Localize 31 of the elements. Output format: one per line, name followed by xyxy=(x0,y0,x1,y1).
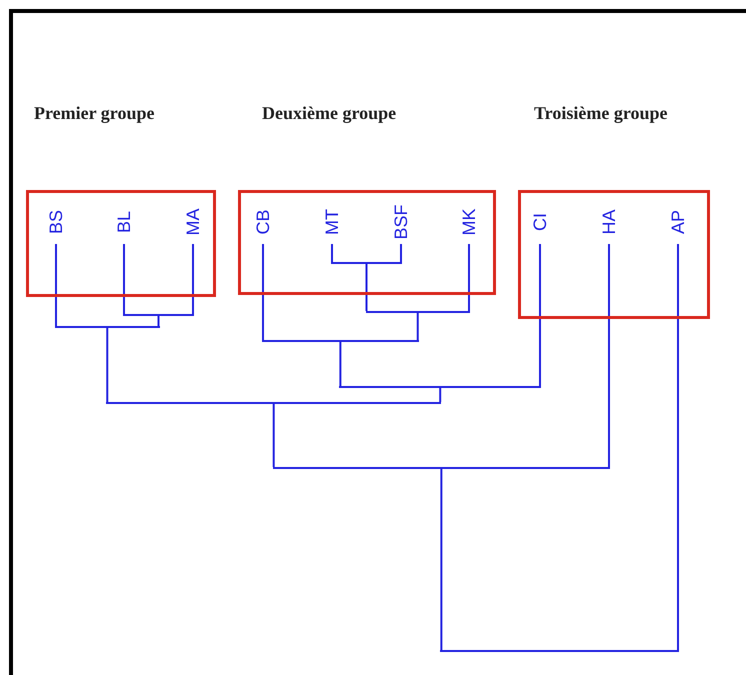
dendrogram-link xyxy=(416,313,419,340)
dendrogram-link xyxy=(608,244,610,467)
dendrogram-link xyxy=(192,244,194,314)
leaf-label: CI xyxy=(530,202,550,242)
dendrogram-link xyxy=(262,244,264,340)
dendrogram-link xyxy=(400,244,402,262)
group-heading: Troisième groupe xyxy=(534,102,668,125)
leaf-label: MT xyxy=(322,202,342,242)
dendrogram-link xyxy=(439,388,442,402)
leaf-label: BL xyxy=(114,202,134,242)
dendrogram-link xyxy=(272,404,275,467)
dendrogram-link xyxy=(468,244,470,311)
leaf-label: CB xyxy=(253,202,273,242)
dendrogram-link xyxy=(539,244,541,386)
dendrogram-link xyxy=(440,469,442,650)
dendrogram-link xyxy=(123,244,125,314)
dendrogram-link xyxy=(158,316,160,326)
leaf-label: BSF xyxy=(391,202,411,242)
leaf-label: BS xyxy=(46,202,66,242)
dendrogram-link xyxy=(106,328,108,402)
leaf-label: MK xyxy=(459,202,479,242)
dendrogram-link xyxy=(677,244,679,650)
group-heading: Premier groupe xyxy=(34,102,154,125)
dendrogram-link xyxy=(366,264,368,311)
leaf-label: HA xyxy=(599,202,619,242)
dendrogram-link xyxy=(331,244,333,262)
group-heading: Deuxième groupe xyxy=(262,102,396,125)
dendrogram-link xyxy=(55,244,57,326)
leaf-label: MA xyxy=(183,202,203,242)
dendrogram-link xyxy=(339,342,342,386)
leaf-label: AP xyxy=(668,202,688,242)
